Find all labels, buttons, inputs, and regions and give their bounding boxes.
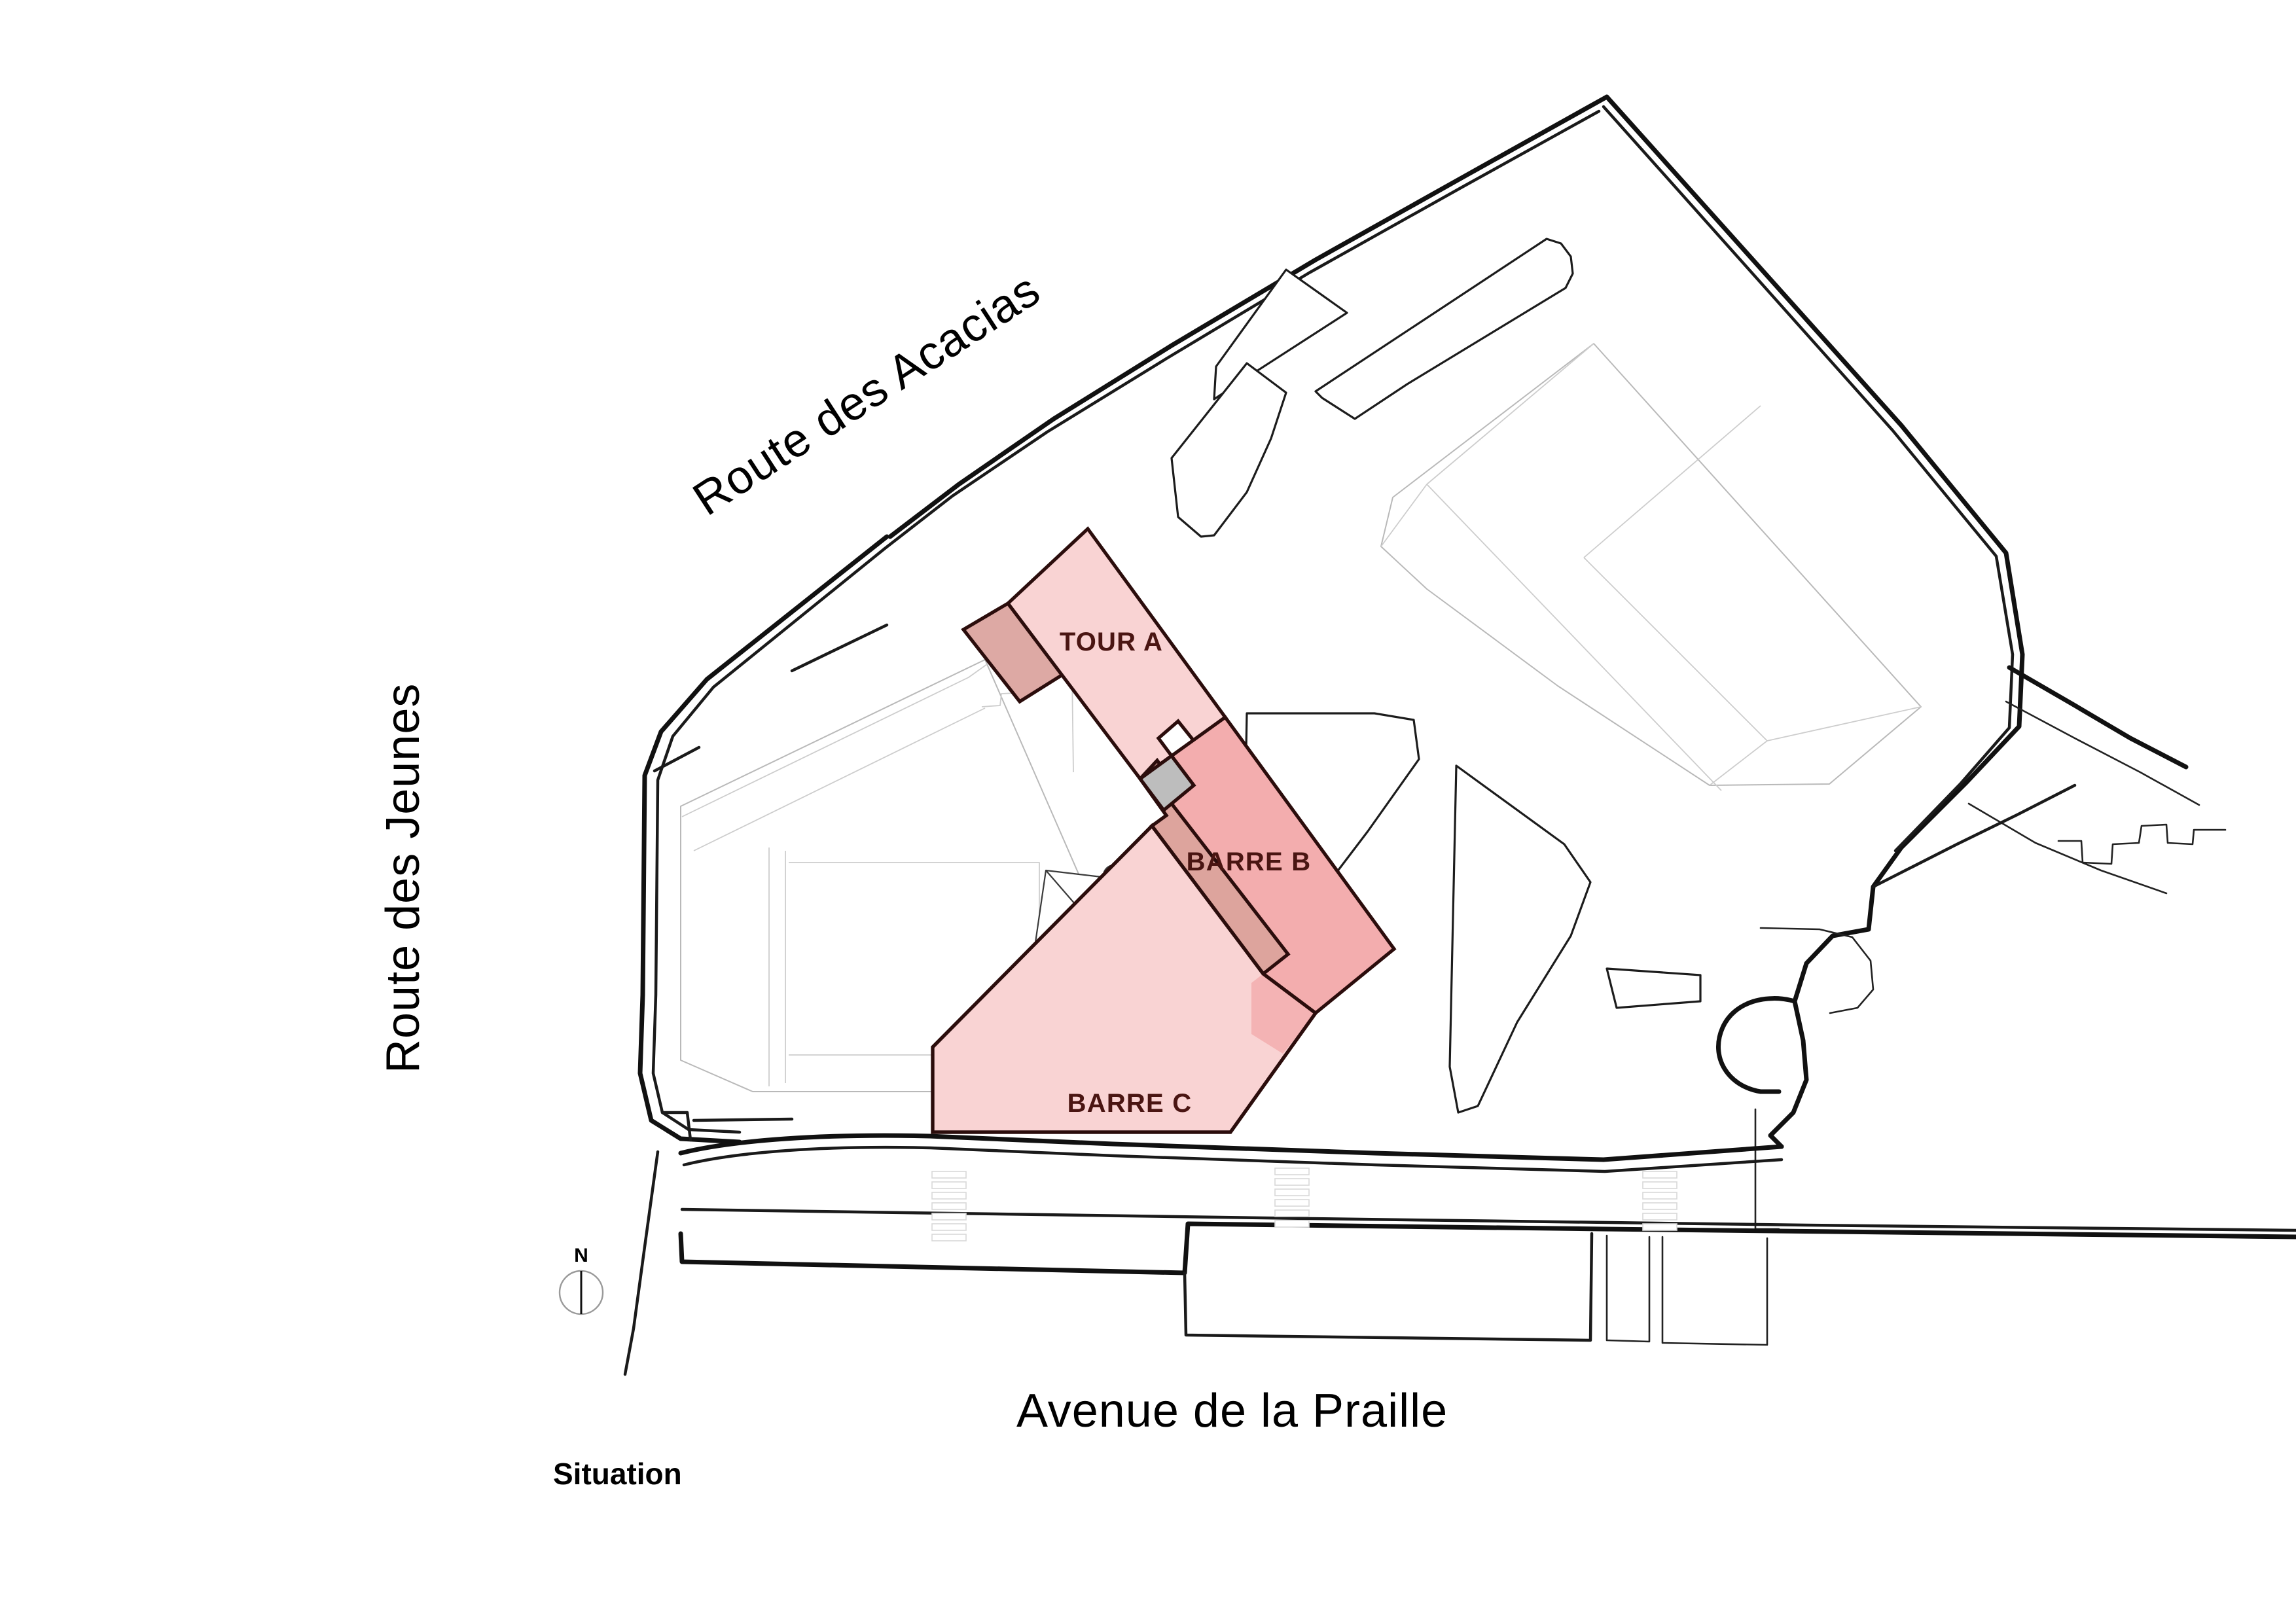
street-label-route-des-jeunes: Route des Jeunes: [377, 683, 429, 1073]
west-parcel-inner: [651, 546, 887, 1134]
acacias-north-kerb-inner: [883, 109, 1601, 550]
west-parcel-group: [637, 534, 1126, 1145]
praille-south-sub-block: [1605, 1234, 1651, 1343]
barre-c-outline: [931, 823, 1318, 1134]
west-accent-edge-3: [692, 1117, 794, 1122]
street-label-avenue-de-la-praille: Avenue de la Praille: [1016, 1385, 1448, 1437]
praille-mall-subdivision-b: [1426, 484, 1722, 791]
east-roundabout-arc: [1716, 996, 1797, 1094]
barre-b-label: BARRE B: [1187, 847, 1312, 876]
tour-a-label: TOUR A: [1060, 628, 1163, 656]
east-rail-line: [1871, 783, 2077, 889]
barre-bc-overlap-wedge: [1251, 974, 1316, 1054]
barre-c-label: BARRE C: [1067, 1089, 1193, 1118]
crosswalk-3: [1642, 1171, 1677, 1231]
crosswalk-2: [1274, 1168, 1310, 1228]
acacias-north-kerb: [888, 94, 1609, 539]
jeunes-street-edge-left: [623, 1150, 660, 1376]
east-jagged-edge: [2057, 823, 2227, 865]
west-accent-edge-1: [790, 623, 889, 673]
project-volumes-group: [931, 526, 1397, 1134]
praille-south-block-outline: [1183, 1232, 1594, 1342]
north-arrow: N: [558, 1245, 604, 1315]
west-accent-edge-2: [653, 745, 701, 773]
block-labels-group: TOUR A BARRE B BARRE C: [1060, 628, 1312, 1118]
slab-building-4: [1605, 967, 1702, 1009]
praille-median-strip: [680, 1207, 2296, 1232]
slab-building-3: [1448, 764, 1592, 1114]
connector-block: [1138, 753, 1196, 813]
praille-south-kerb: [678, 1221, 2296, 1275]
existing-building-wing-b: [693, 707, 986, 851]
praille-north-kerb: [678, 1133, 1784, 1162]
praille-south-sub-block-2: [1661, 1236, 1768, 1346]
east-road-edge-2: [2005, 700, 2200, 806]
praille-mall-subdivision-e: [1583, 405, 1761, 558]
drawing-caption: Situation: [553, 1457, 682, 1491]
island-building-1: [1314, 238, 1574, 420]
crosswalk-1: [931, 1171, 967, 1241]
north-arrow-label: N: [574, 1245, 588, 1266]
praille-mall-block: [1380, 343, 1922, 786]
east-curved-ramp: [1759, 927, 1874, 1014]
west-parcel-boundary: [637, 534, 889, 1145]
praille-mall-subdivision-d: [1767, 706, 1922, 741]
jeunes-street-edge-right: [660, 1111, 692, 1142]
east-road-edge-1: [2007, 665, 2189, 770]
northeast-parcel-inner-line: [1602, 105, 2015, 853]
northeast-parcel-boundary: [1604, 94, 2025, 1149]
praille-north-kerb-inner: [682, 1145, 1784, 1173]
slab-building-1: [1170, 362, 1287, 538]
existing-building-wing-a: [681, 664, 988, 817]
avenue-de-la-praille-roadway: [623, 1111, 2296, 1376]
